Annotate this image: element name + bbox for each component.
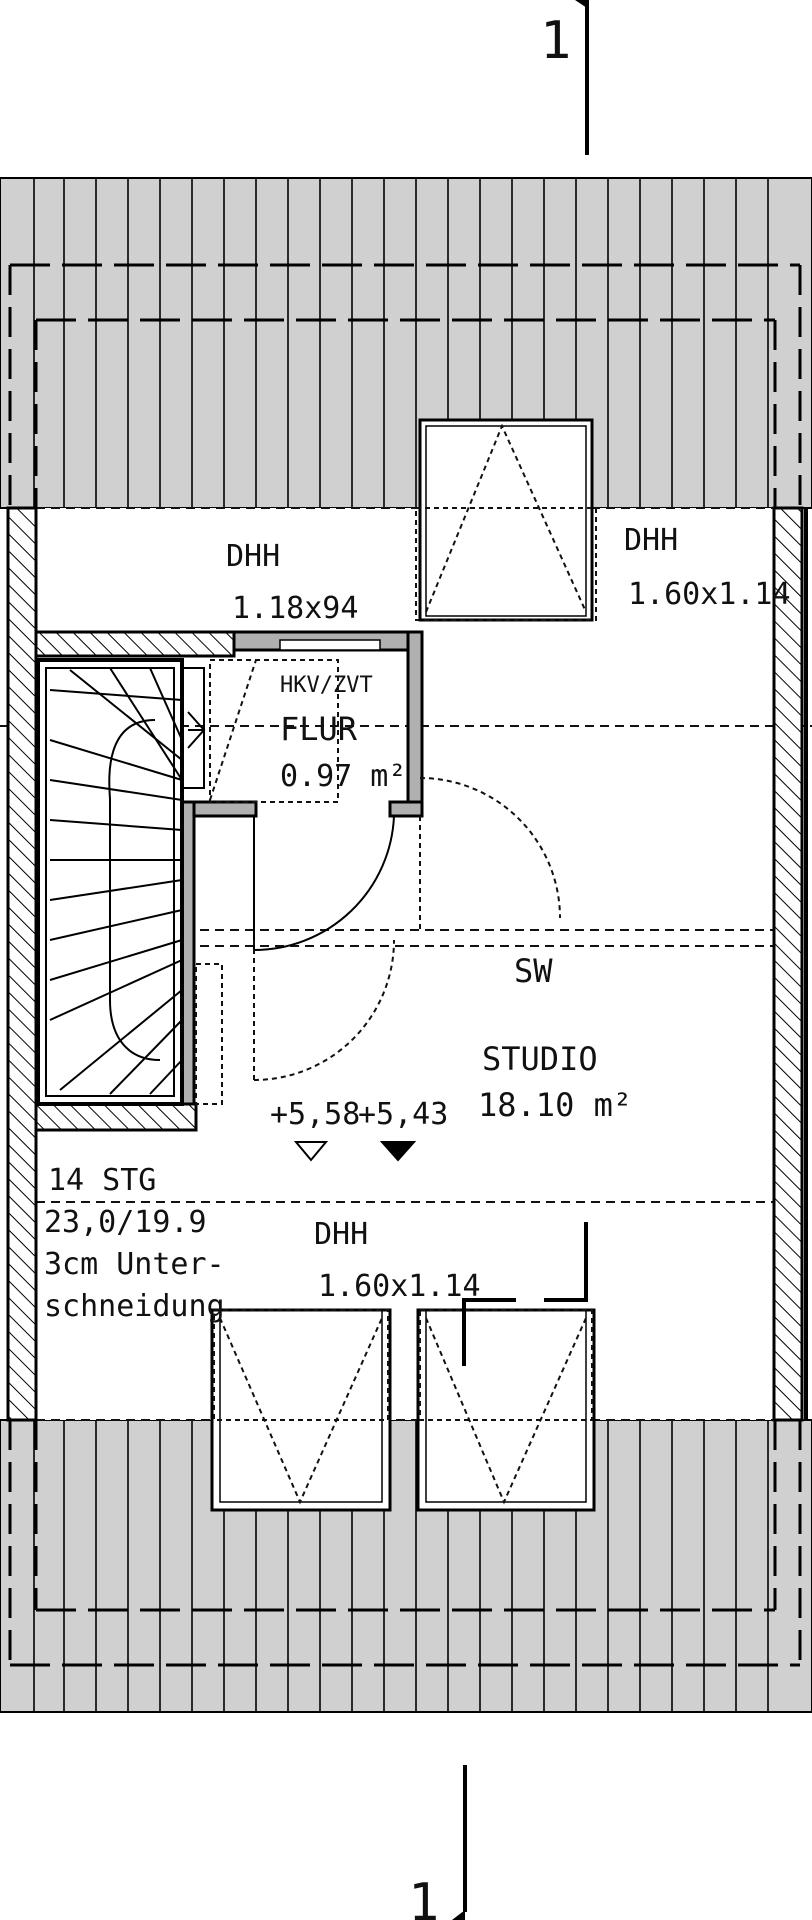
section-label-top: 1 [540,11,571,71]
window-top-left-type: DHH [226,539,280,574]
studio-name: STUDIO [482,1040,598,1078]
skylight-top-right [415,418,597,622]
window-top-left-size: 1.18x94 [232,591,358,626]
level-a-label: +5,58 [270,1097,360,1132]
flur-equipment: HKV/ZVT [280,673,373,698]
level-marker-b-icon [379,1141,417,1162]
skylight-bottom-right [416,1308,596,1512]
door-flur [253,815,395,952]
section-marker-bottom: 1 [408,1765,467,1920]
level-b-label: +5,43 [358,1097,448,1132]
door-swing-lower [253,939,395,1081]
stair-note-undercut-2: schneidung [44,1289,225,1324]
window-bottom-size: 1.60x1.14 [318,1269,481,1304]
roof-top [0,177,812,509]
section-marker-top: 1 [540,0,589,155]
flur-area: 0.97 m² [280,759,406,794]
stair-note-undercut-1: 3cm Unter- [44,1247,225,1282]
door-swing-studio [419,777,561,919]
wall-left [6,506,38,1422]
studio-area: 18.10 m² [478,1086,632,1124]
stair-note-dimensions: 23,0/19.9 [44,1205,207,1240]
stair-enclosure [34,630,424,1132]
window-top-right-type: DHH [624,523,678,558]
window-bottom-type: DHH [314,1217,368,1252]
skylight-bottom-left [210,1308,392,1512]
section-label-bottom: 1 [408,1873,439,1920]
level-marker-a-icon [293,1141,329,1162]
window-top-right-size: 1.60x1.14 [628,577,791,612]
roof-bottom [0,1419,812,1713]
wall-right [772,506,804,1422]
staircase [36,658,223,1106]
flur-name: FLUR [280,710,358,748]
structural-beam [544,1222,588,1302]
flur-equipment-zone [209,659,339,803]
studio-wall-label: SW [514,952,553,990]
stair-note-steps: 14 STG [48,1163,156,1198]
